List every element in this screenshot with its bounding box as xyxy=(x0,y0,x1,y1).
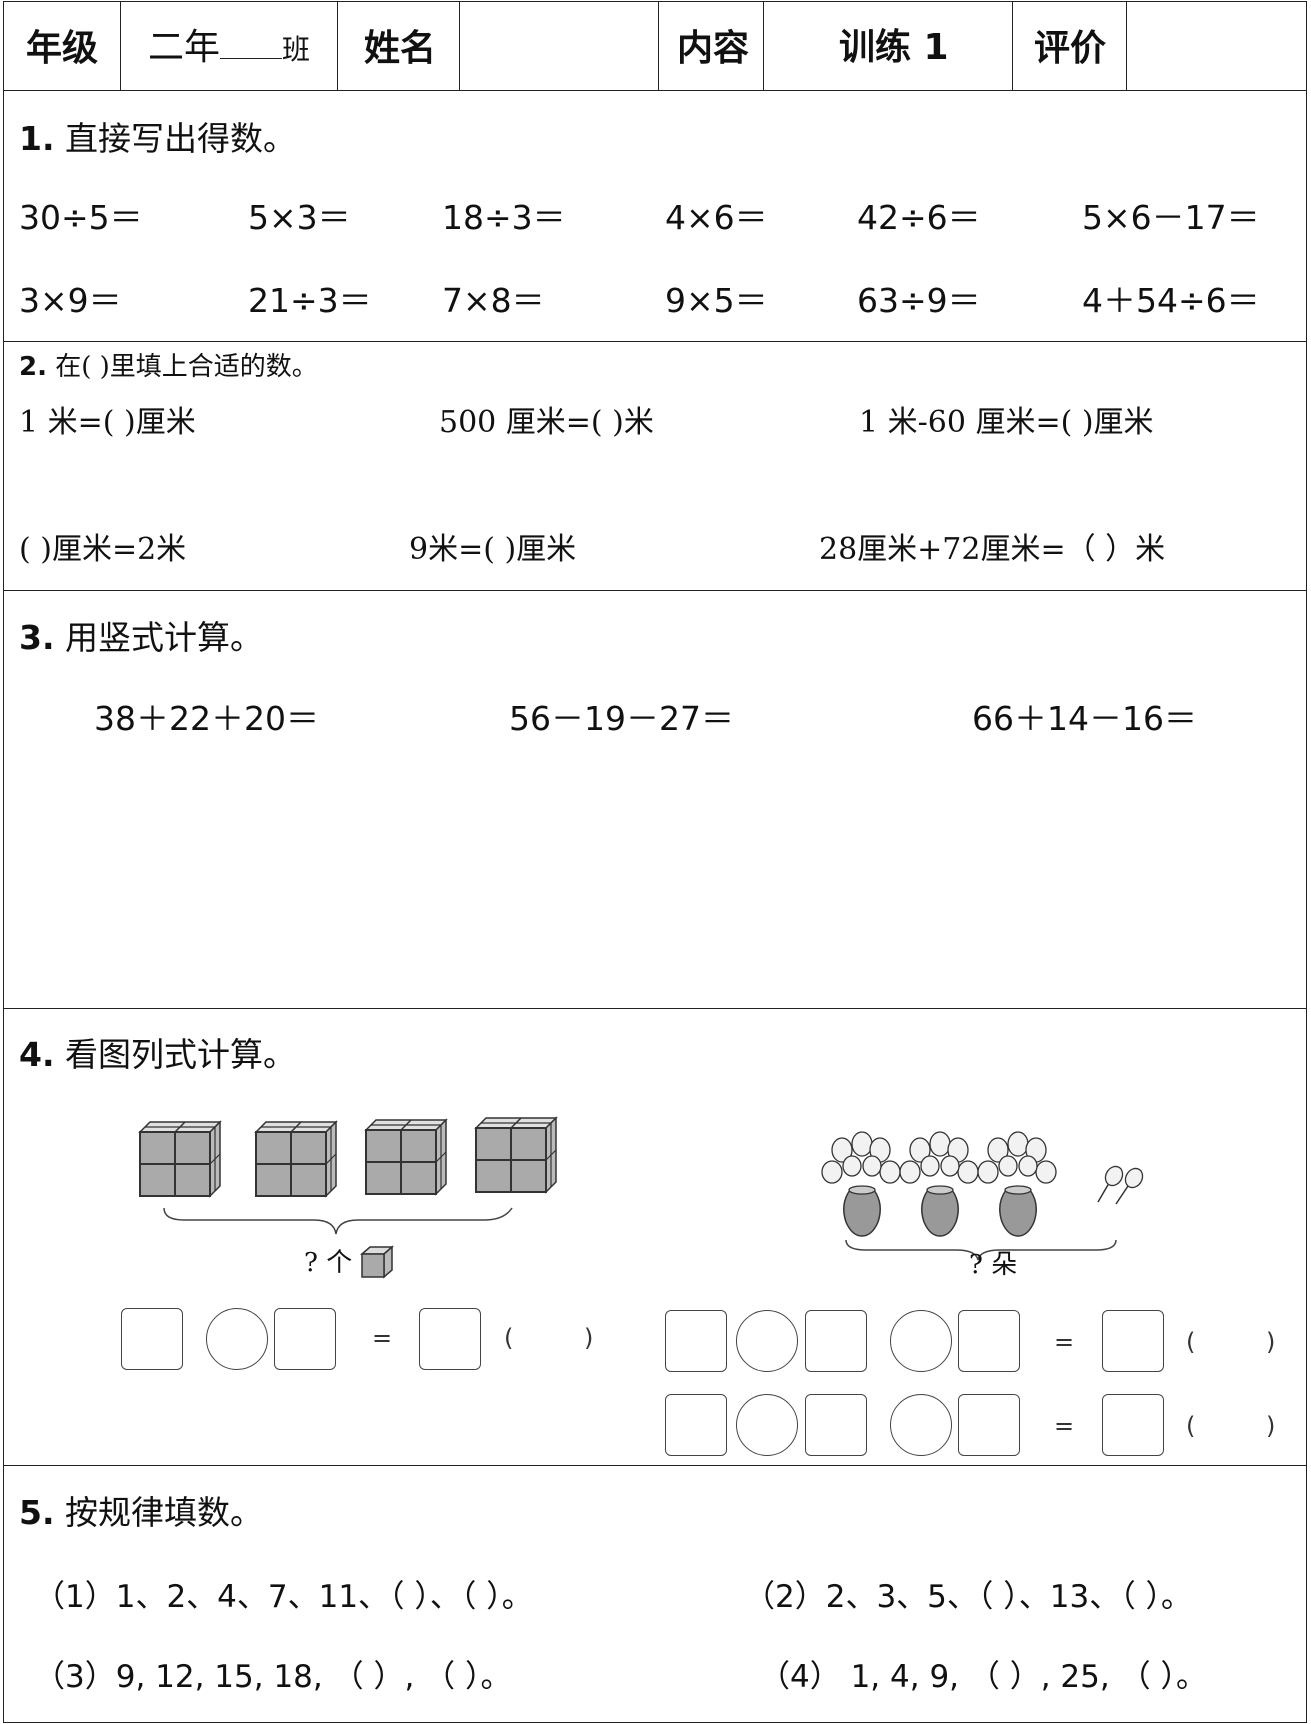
answer-box[interactable] xyxy=(1102,1394,1164,1456)
q5-item: （2）2、3、5、（ ）、13、（ ）。 xyxy=(744,1579,1193,1615)
cubes-picture xyxy=(139,1117,557,1235)
answer-box[interactable] xyxy=(665,1310,727,1372)
cube-icon xyxy=(139,1121,221,1197)
answer-box[interactable] xyxy=(274,1308,336,1370)
paren-open: ( xyxy=(1186,1328,1196,1356)
content-value: 训练 1 xyxy=(839,27,949,68)
divider xyxy=(1012,2,1013,90)
divider xyxy=(4,90,1306,91)
operator-circle[interactable] xyxy=(890,1394,952,1456)
paren-close: ) xyxy=(1266,1328,1276,1356)
content-label: 内容 xyxy=(677,27,750,69)
divider xyxy=(1126,2,1127,90)
q2-item: ( )厘米=2米 xyxy=(19,532,187,567)
class-blank[interactable] xyxy=(220,30,283,59)
equals-sign: = xyxy=(372,1324,393,1352)
answer-box[interactable] xyxy=(419,1308,481,1370)
cube-icon xyxy=(475,1117,557,1193)
q5-heading: 5. 按规律填数。 xyxy=(19,1493,263,1532)
q4-heading: 4. 看图列式计算。 xyxy=(19,1035,296,1074)
small-cube-icon xyxy=(360,1245,394,1279)
grade-label: 年级 xyxy=(26,27,99,69)
cube-caption: ? 个 xyxy=(304,1248,353,1278)
flower-caption: ? 朵 xyxy=(969,1250,1018,1280)
brace xyxy=(845,1239,1117,1261)
name-label: 姓名 xyxy=(364,27,437,69)
q3-item: 38＋22＋20＝ xyxy=(94,699,319,738)
divider xyxy=(4,590,1306,591)
divider xyxy=(459,2,460,90)
divider xyxy=(4,1465,1306,1466)
vase-icon xyxy=(821,1131,901,1237)
brace xyxy=(163,1207,513,1235)
operator-circle[interactable] xyxy=(206,1308,268,1370)
q5-item: （4） 1, 4, 9, （ ）, 25, （ ）。 xyxy=(759,1659,1207,1695)
vase-icon xyxy=(977,1131,1057,1237)
q1-item: 9×5＝ xyxy=(665,281,768,320)
evaluation-field[interactable] xyxy=(1129,4,1305,88)
q2-item: 9米=( )厘米 xyxy=(409,532,577,567)
answer-box[interactable] xyxy=(958,1394,1020,1456)
q2-heading: 2. 在( )里填上合适的数。 xyxy=(19,352,318,382)
q1-item: 3×9＝ xyxy=(19,281,122,320)
q5-item: （3）9, 12, 15, 18, （ ）, （ ）。 xyxy=(34,1659,512,1695)
paren-open: ( xyxy=(504,1324,514,1352)
flowers-picture xyxy=(821,1131,1144,1261)
cube-icon xyxy=(255,1121,337,1197)
paren-close: ) xyxy=(1266,1412,1276,1440)
operator-circle[interactable] xyxy=(736,1394,798,1456)
q2-item: 28厘米+72厘米=（ ）米 xyxy=(819,532,1166,567)
q1-item: 18÷3＝ xyxy=(442,198,566,237)
worksheet: 年级 二年班 姓名 内容 训练 1 评价 1. 直接写出得数。 30÷5＝ 5×… xyxy=(3,1,1307,1723)
paren-open: ( xyxy=(1186,1412,1196,1440)
q1-item: 63÷9＝ xyxy=(857,281,981,320)
q3-heading: 3. 用竖式计算。 xyxy=(19,618,263,657)
divider xyxy=(120,2,121,90)
equals-sign: = xyxy=(1054,1412,1075,1440)
equals-sign: = xyxy=(1054,1328,1075,1356)
q1-item: 5×3＝ xyxy=(248,198,351,237)
q1-heading: 1. 直接写出得数。 xyxy=(19,119,296,158)
answer-box[interactable] xyxy=(805,1310,867,1372)
q1-item: 5×6－17＝ xyxy=(1082,198,1260,237)
q2-item: 1 米=( )厘米 xyxy=(19,405,196,440)
divider xyxy=(337,2,338,90)
answer-box[interactable] xyxy=(665,1394,727,1456)
divider xyxy=(658,2,659,90)
q1-item: 7×8＝ xyxy=(442,281,545,320)
q1-item: 4＋54÷6＝ xyxy=(1082,281,1260,320)
q3-item: 56－19－27＝ xyxy=(509,699,734,738)
answer-box[interactable] xyxy=(121,1308,183,1370)
answer-box[interactable] xyxy=(805,1394,867,1456)
answer-box[interactable] xyxy=(958,1310,1020,1372)
q1-item: 21÷3＝ xyxy=(248,281,372,320)
q2-item: 1 米-60 厘米=( )厘米 xyxy=(859,405,1154,440)
evaluation-label: 评价 xyxy=(1034,27,1107,69)
q3-item: 66＋14－16＝ xyxy=(972,699,1197,738)
grade-value: 二年班 xyxy=(148,27,311,68)
answer-box[interactable] xyxy=(1102,1310,1164,1372)
q1-item: 42÷6＝ xyxy=(857,198,981,237)
cube-icon xyxy=(365,1119,447,1195)
q1-item: 30÷5＝ xyxy=(19,198,143,237)
operator-circle[interactable] xyxy=(736,1310,798,1372)
divider xyxy=(763,2,764,90)
vase-icon xyxy=(899,1131,979,1237)
q5-item: （1）1、2、4、7、11、（ ）、（ ）。 xyxy=(34,1579,533,1615)
paren-close: ) xyxy=(584,1324,594,1352)
divider xyxy=(4,341,1306,342)
operator-circle[interactable] xyxy=(890,1310,952,1372)
q1-item: 4×6＝ xyxy=(665,198,768,237)
name-field[interactable] xyxy=(462,4,656,88)
flower-pair-icon xyxy=(1097,1165,1144,1205)
divider xyxy=(4,1008,1306,1009)
q2-item: 500 厘米=( )米 xyxy=(439,405,654,440)
q3-work-area[interactable] xyxy=(6,762,1304,1002)
